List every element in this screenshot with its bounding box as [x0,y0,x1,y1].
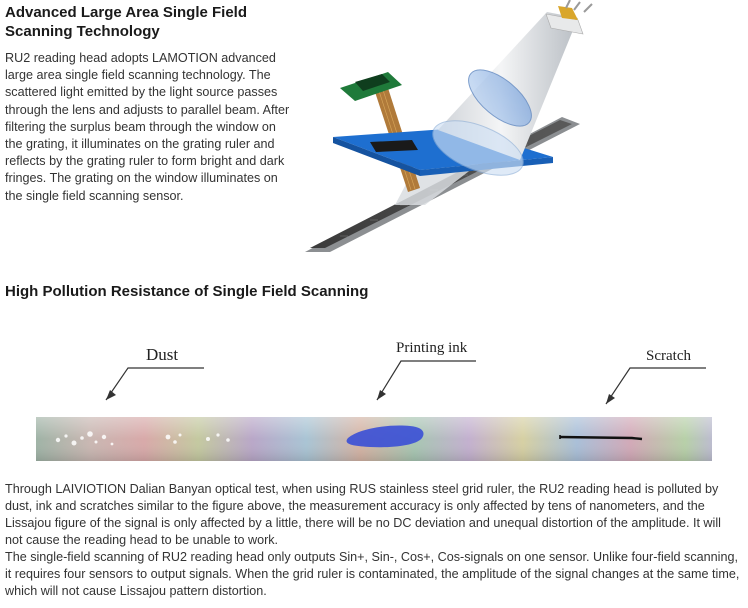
pollution-diagram: Dust Printing ink Scratch [36,340,712,461]
section2-body-line1: Through LAIVIOTION Dalian Banyan optical… [5,482,721,547]
section1-title: Advanced Large Area Single Field Scannin… [5,4,248,40]
dust-label: Dust [146,345,178,364]
dust-pointer [105,367,204,401]
ink-pointer [376,360,476,401]
scanning-head-illustration [305,0,593,252]
scratch-label: Scratch [646,348,691,364]
scratch-mark [559,435,643,441]
section2-title: High Pollution Resistance of Single Fiel… [5,283,369,300]
ink-label: Printing ink [396,340,468,356]
section2-body: Through LAIVIOTION Dalian Banyan optical… [5,481,740,600]
ink-stain [346,425,424,448]
section1-body: RU2 reading head adopts LAMOTION advance… [5,51,290,203]
section2-body-line2: The single-field scanning of RU2 reading… [5,550,740,598]
dust-specks [55,431,230,446]
scratch-pointer [605,367,706,405]
